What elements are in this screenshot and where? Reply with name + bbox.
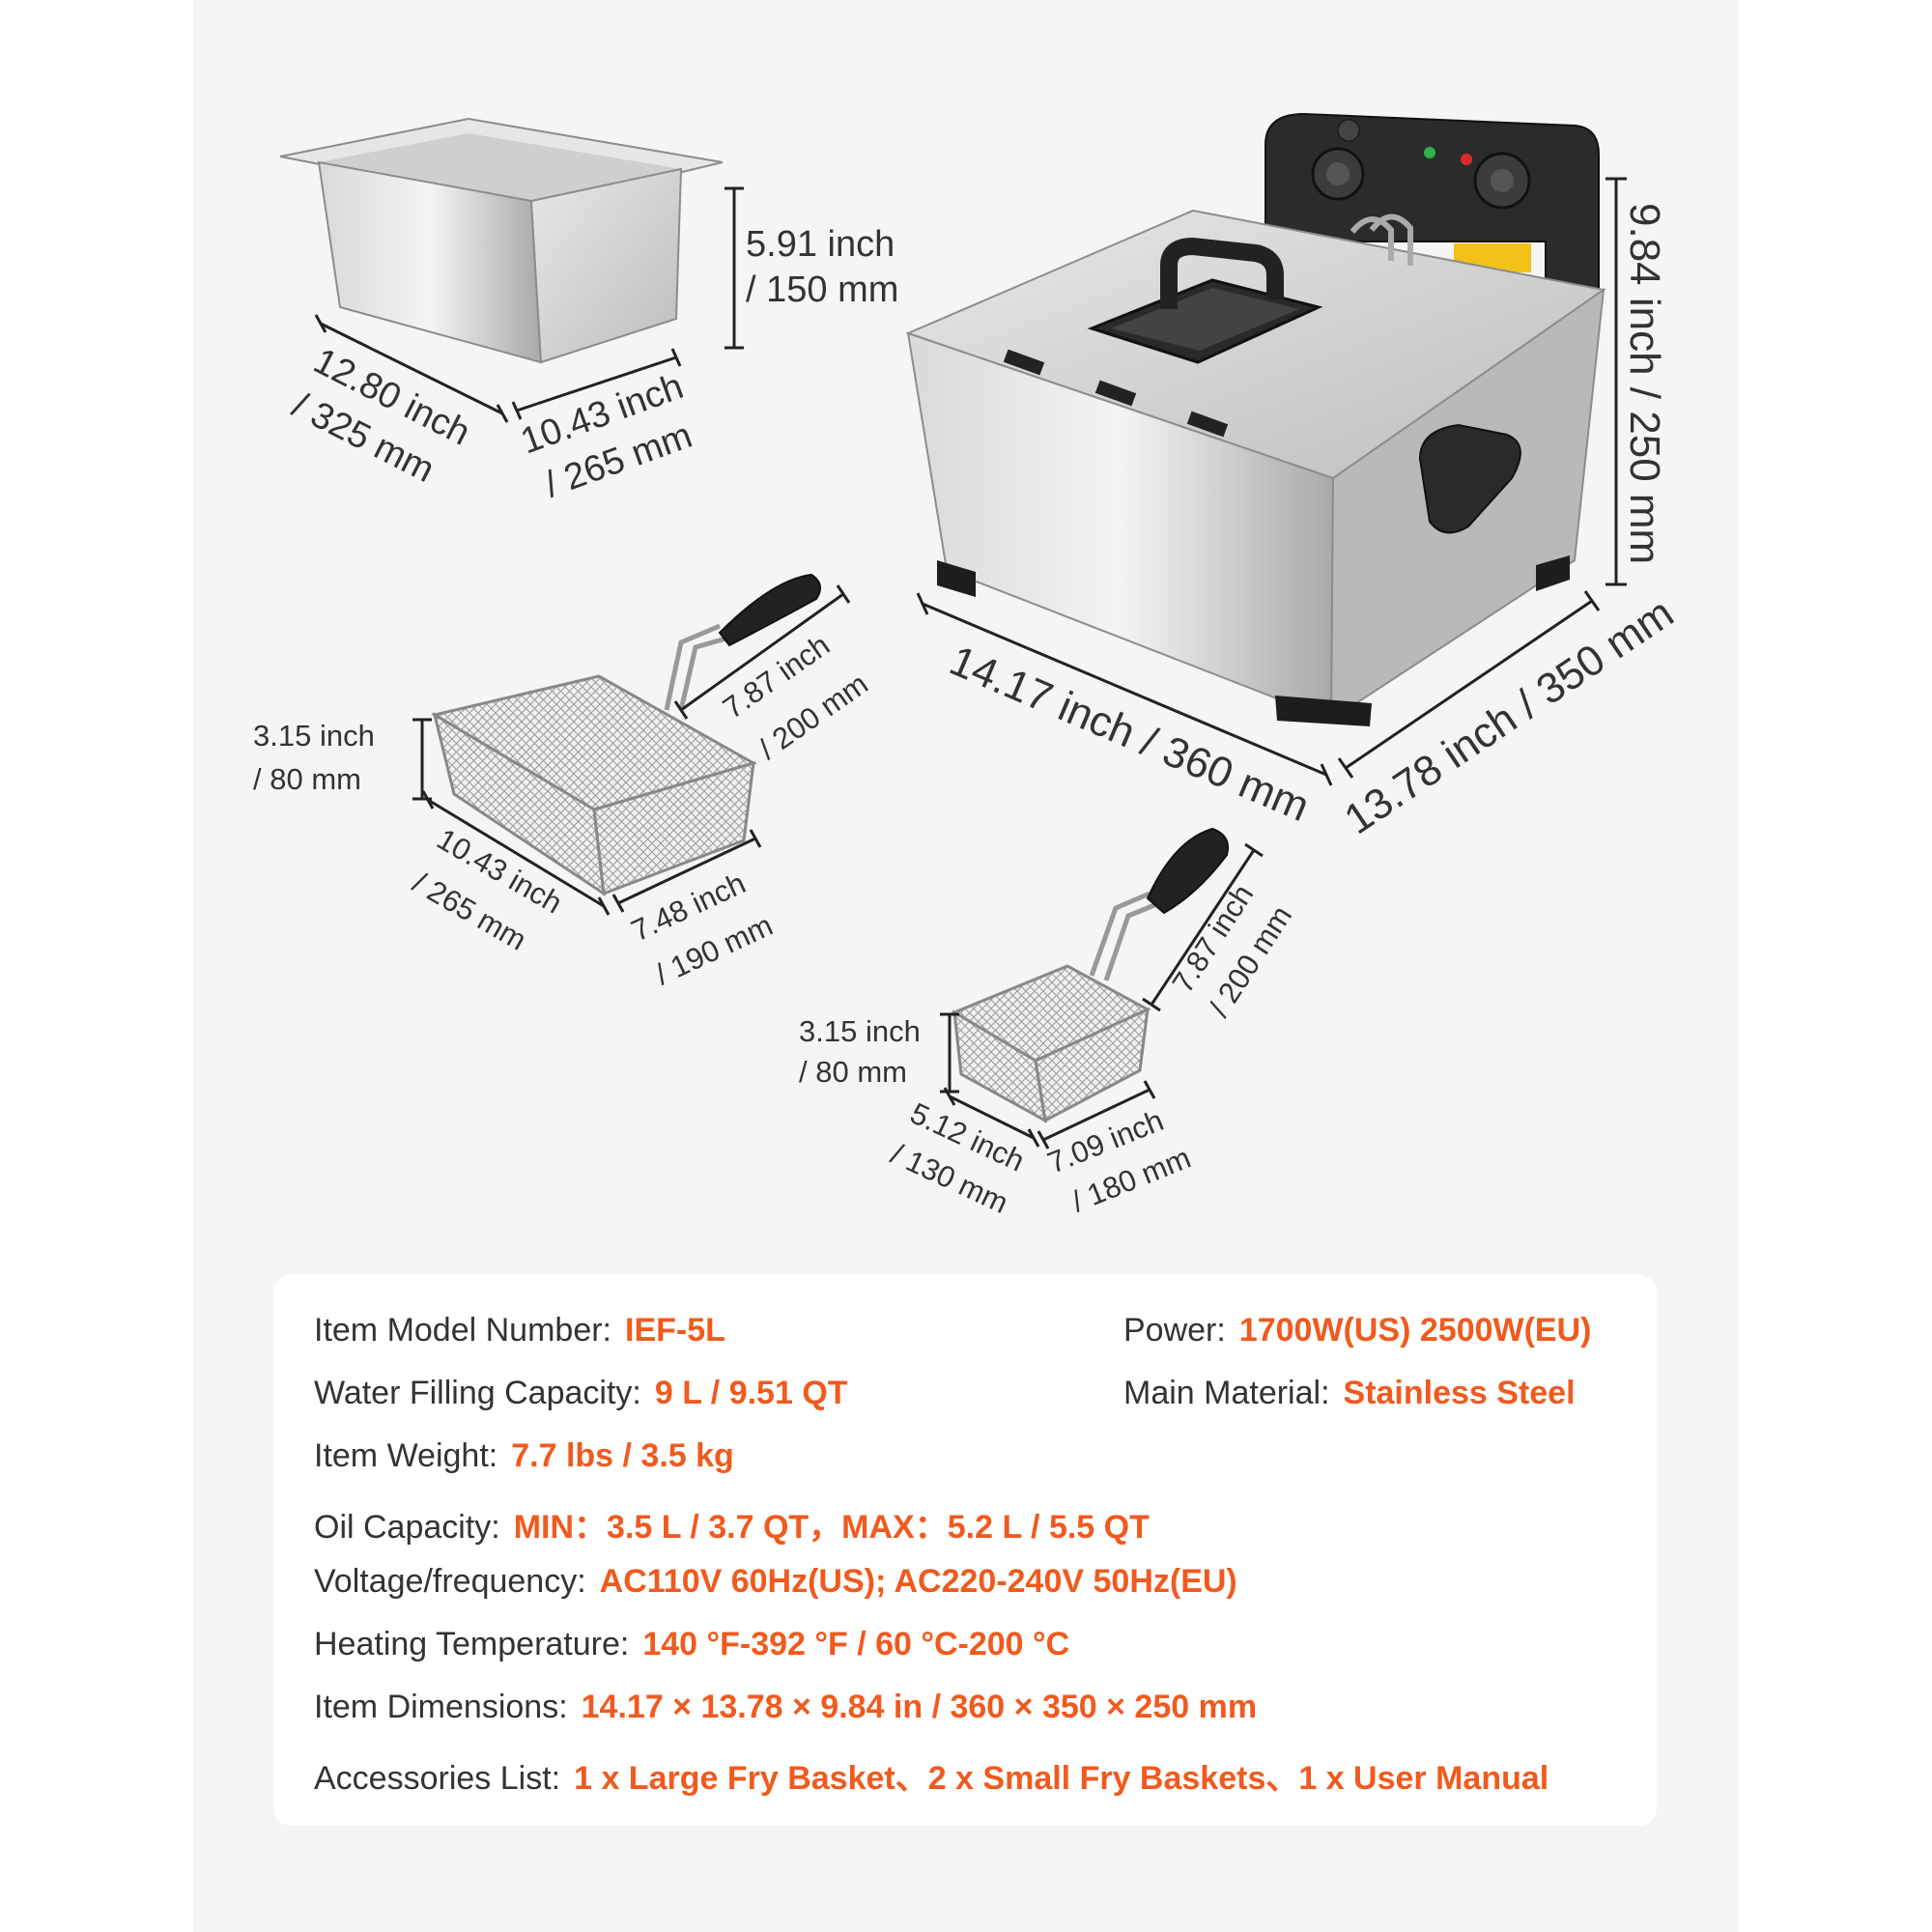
spec-label: Item Model Number:: [314, 1312, 611, 1349]
large-basket-height-label-2: / 80 mm: [253, 762, 361, 796]
large-basket-height-dimension-line: [412, 718, 432, 801]
product-illustration: 5.91 inch / 150 mm 12.80 inch / 325 mm 1…: [253, 112, 1682, 1220]
spec-accessories-list: Accessories List: 1 x Large Fry Basket、2 …: [314, 1751, 1548, 1799]
spec-value: 1700W(US) 2500W(EU): [1238, 1312, 1592, 1349]
spec-label: Item Dimensions:: [314, 1689, 568, 1725]
small-basket-height-label-2: / 80 mm: [799, 1055, 907, 1089]
spec-power: Power: 1700W(US) 2500W(EU): [1123, 1312, 1591, 1350]
large-basket-width-dimension-line: [611, 829, 762, 913]
large-basket-length-dimension-line: [421, 790, 611, 916]
pan-length-dimension-line: [314, 314, 509, 423]
pan-height-label-1: 5.91 inch: [746, 224, 895, 265]
pan-height-dimension-line: [724, 186, 744, 350]
spec-value: 14.17 × 13.78 × 9.84 in / 360 × 350 × 25…: [581, 1689, 1258, 1725]
spec-value: 7.7 lbs / 3.5 kg: [511, 1437, 734, 1474]
specifications-card: Item Model Number: IEF-5L Power: 1700W(US)…: [273, 1275, 1657, 1826]
spec-value: AC110V 60Hz(US); AC220-240V 50Hz(EU): [599, 1563, 1237, 1600]
spec-value: IEF-5L: [625, 1312, 725, 1349]
small-fry-basket: [951, 827, 1229, 1123]
spec-label: Heating Temperature:: [314, 1626, 630, 1662]
spec-heating-temperature: Heating Temperature: 140 °F-392 °F / 60 °…: [314, 1626, 1069, 1663]
spec-voltage-frequency: Voltage/frequency: AC110V 60Hz(US); AC220…: [314, 1563, 1237, 1601]
spec-value: 9 L / 9.51 QT: [654, 1375, 848, 1411]
fryer-depth-dimension-line: [1337, 590, 1601, 779]
spec-item-weight: Item Weight: 7.7 lbs / 3.5 kg: [314, 1437, 734, 1475]
spec-label: Oil Capacity:: [314, 1509, 500, 1546]
spec-main-material: Main Material: Stainless Steel: [1123, 1375, 1576, 1412]
steel-pan: [279, 117, 724, 364]
spec-water-capacity: Water Filling Capacity: 9 L / 9.51 QT: [314, 1375, 848, 1412]
small-basket-width-dimension-line: [1037, 1080, 1156, 1150]
spec-value: Stainless Steel: [1343, 1375, 1576, 1411]
spec-value: 1 x Large Fry Basket、2 x Small Fry Baske…: [574, 1760, 1549, 1797]
small-basket-height-dimension-line: [940, 1012, 959, 1094]
spec-label: Water Filling Capacity:: [314, 1375, 641, 1411]
large-fry-basket: [431, 573, 821, 897]
pan-width-dimension-line: [511, 348, 682, 420]
fryer-height-label: 9.84 inch / 250 mm: [1621, 203, 1668, 564]
small-basket-length-dimension-line: [943, 1087, 1040, 1148]
fryer-length-dimension-line: [916, 592, 1333, 786]
large-basket-handle-dimension-line: [673, 584, 851, 720]
spec-label: Voltage/frequency:: [314, 1563, 586, 1600]
spec-label: Main Material:: [1123, 1375, 1330, 1411]
spec-value: 140 °F-392 °F / 60 °C-200 °C: [642, 1626, 1070, 1662]
spec-label: Accessories List:: [314, 1760, 561, 1797]
spec-label: Power:: [1123, 1312, 1226, 1349]
small-basket-handle-dimension-line: [1142, 842, 1264, 1012]
spec-oil-capacity: Oil Capacity: MIN：3.5 L / 3.7 QT，MAX：5.2 …: [314, 1500, 1150, 1548]
spec-label: Item Weight:: [314, 1437, 498, 1474]
spec-value: MIN：3.5 L / 3.7 QT，MAX：5.2 L / 5.5 QT: [513, 1509, 1150, 1546]
fryer-height-dimension-line: [1605, 177, 1627, 586]
small-basket-height-label-1: 3.15 inch: [799, 1014, 921, 1048]
spec-model-number: Item Model Number: IEF-5L: [314, 1312, 725, 1350]
pan-height-label-2: / 150 mm: [746, 270, 898, 310]
deep-fryer: [905, 112, 1606, 726]
spec-item-dimensions: Item Dimensions: 14.17 × 13.78 × 9.84 in …: [314, 1689, 1257, 1726]
large-basket-height-label-1: 3.15 inch: [253, 719, 375, 753]
